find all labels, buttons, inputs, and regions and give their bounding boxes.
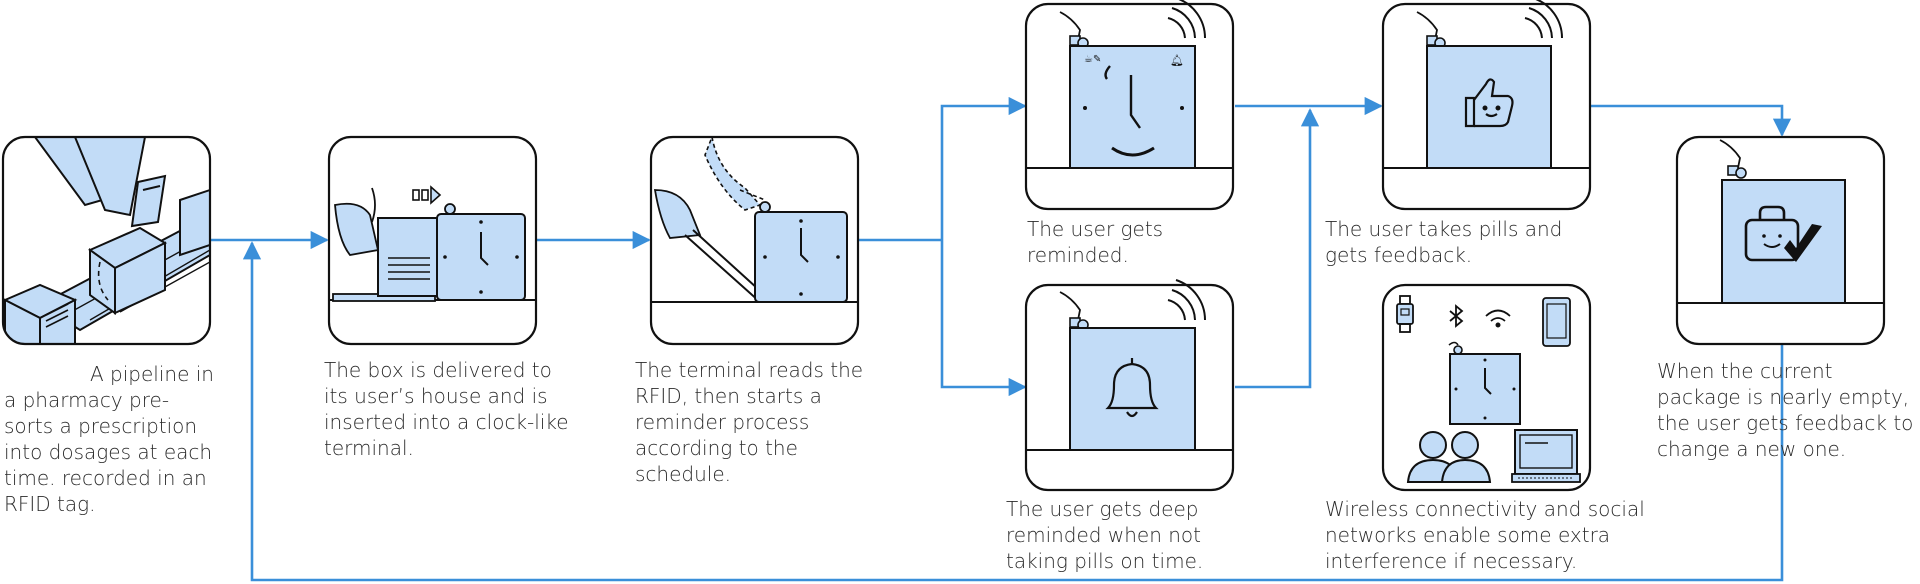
caption-delivery: The box is delivered to its user’s house… [324,358,569,460]
thumbs-up-icon [1464,78,1514,128]
clock-face-icon [436,213,526,301]
caption-pharmacy: A pipeline in a pharmacy pre-sorts a pre… [4,362,214,516]
caption-reminded: The user gets reminded. [1027,217,1164,267]
panel-pharmacy [1,135,212,346]
people-icon [1406,431,1492,483]
bluetooth-icon [1449,304,1464,328]
panel-frame-deep-reminded [1024,283,1235,492]
delivery-hand-icon [334,187,380,256]
panel-frame-reminded [1024,2,1235,211]
pharmacy-pipeline-icon [3,137,210,344]
package-check-icon [1744,205,1822,262]
computer-icon [1511,429,1581,483]
phone-icon [1542,297,1571,347]
caption-refill: When the current package is nearly empty… [1657,359,1914,461]
svg-text:☕✎: ☕✎ [1084,54,1101,65]
watch-icon [1396,295,1414,333]
clock-face-icon [1449,353,1521,425]
panel-frame-refill [1675,135,1886,346]
flow-arrows [211,96,1792,582]
panel-frame-wireless [1381,283,1592,492]
wifi-icon [1485,309,1511,328]
panel-wireless [1381,283,1592,492]
arrow-deep-to-feedback [1235,108,1320,389]
medicine-box [377,217,439,297]
rfid-reader-icon [704,137,766,211]
panel-deep-reminded [1024,279,1235,492]
bell-icon [1105,358,1159,418]
panel-reminded: ☕✎ 🔔︎ [1024,0,1235,211]
panel-frame-pharmacy [1,135,212,346]
caption-deep-reminded: The user gets deep reminded when not tak… [1006,497,1204,573]
insert-arrow-icon [412,185,442,205]
arrow-loop-back [242,241,1784,582]
arrow-to-deep-reminded [940,240,1027,397]
arrow-feedback-to-refill [1591,104,1792,137]
svg-text:🔔︎: 🔔︎ [1170,54,1184,67]
caption-feedback: The user takes pills and gets feedback. [1325,217,1563,267]
panel-terminal [649,135,860,346]
arrow-to-reminded [940,96,1027,240]
panel-feedback [1381,0,1592,211]
panel-delivery [327,135,538,346]
clock-face-icon: ☕✎ 🔔︎ [1069,45,1196,169]
panel-frame-feedback [1381,2,1592,211]
caption-terminal: The terminal reads the RFID, then starts… [635,358,864,486]
caption-wireless: Wireless connectivity and social network… [1325,497,1645,573]
panel-refill [1675,135,1886,346]
panel-frame-delivery [327,135,538,346]
panel-frame-terminal [649,135,860,346]
